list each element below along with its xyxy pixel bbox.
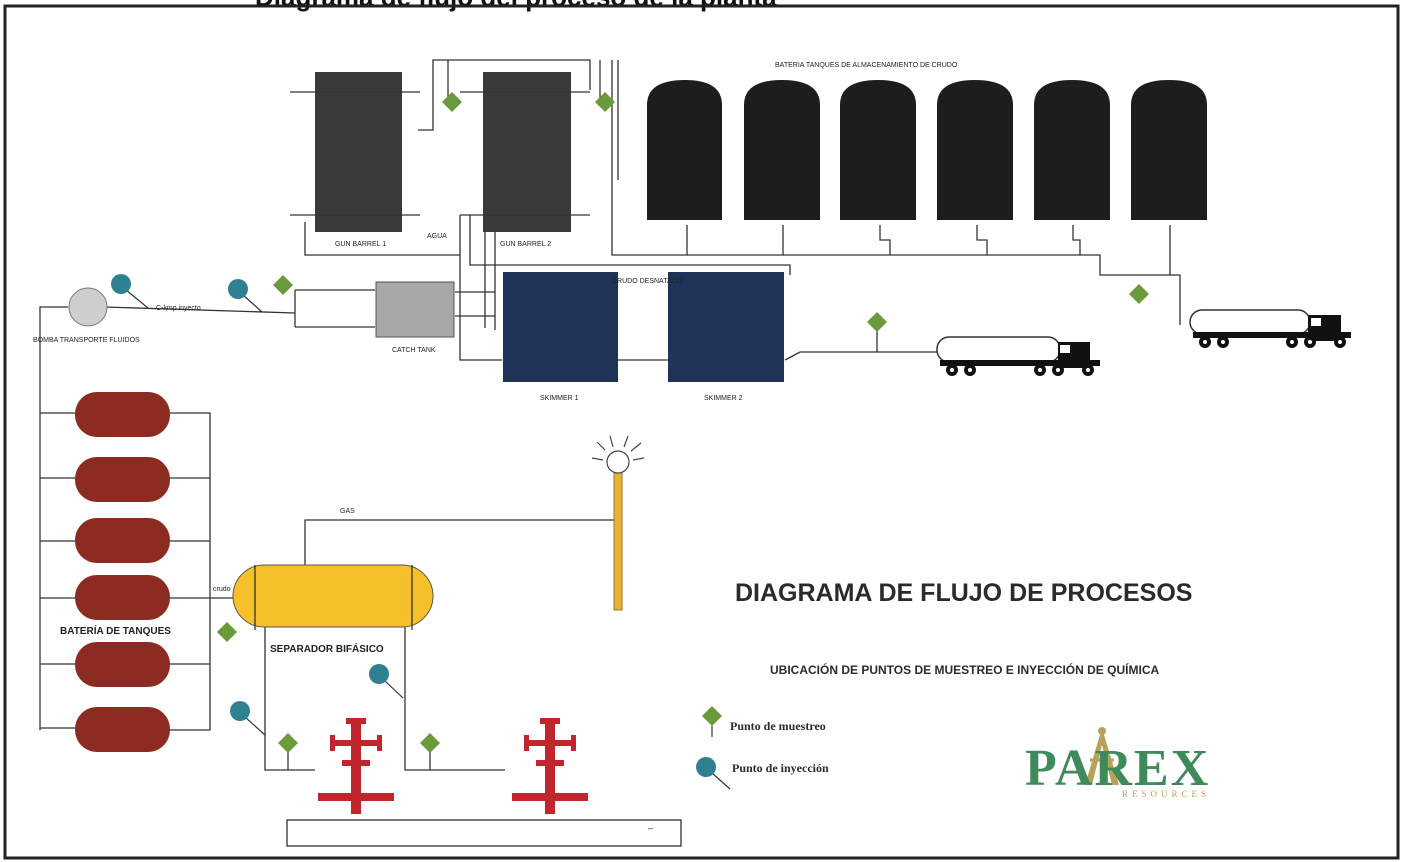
injection-points [111, 274, 404, 736]
sampling-point-icon [420, 733, 440, 753]
storage-battery-label: BATERIA TANQUES DE ALMACENAMIENTO DE CRU… [775, 62, 958, 69]
biphasic-separator [232, 564, 434, 628]
legend-injection-icon [696, 757, 716, 777]
wellhead-2 [512, 718, 588, 814]
red-tank-3 [75, 518, 170, 563]
diagram-title: DIAGRAMA DE FLUJO DE PROCESOS [735, 579, 1192, 607]
sampling-point-icon [273, 275, 293, 295]
pump-label: BOMBA TRANSPORTE FLUIDOS [33, 337, 140, 344]
gun-barrel-2 [460, 72, 590, 232]
storage-tank-1 [647, 80, 722, 220]
piping [39, 59, 1181, 771]
logo-subtext: RESOURCES [1122, 789, 1210, 799]
logo-text: PAREX [1025, 740, 1210, 797]
storage-tank-4 [937, 80, 1013, 220]
tank-battery-label: BATERÍA DE TANQUES [60, 624, 171, 637]
sampling-points [217, 92, 1149, 753]
caption-box [286, 819, 682, 847]
red-tank-6 [75, 707, 170, 752]
flare-stack [591, 435, 645, 611]
injection-point-icon [111, 274, 149, 309]
injection-point-icon [369, 664, 404, 699]
legend-sampling-label: Punto de muestreo [730, 719, 826, 733]
legend-injection-label: Punto de inyección [732, 761, 829, 775]
red-tank-5 [75, 642, 170, 687]
separator-label: SEPARADOR BIFÁSICO [270, 642, 384, 655]
agua-label: AGUA [427, 233, 447, 240]
skimmer-1 [503, 272, 618, 382]
gun-barrel-1 [290, 72, 420, 232]
gun-barrel-2-tank [483, 72, 571, 232]
inyecto-line-label: C-kmp inyecto [156, 305, 201, 312]
red-tank-battery [75, 392, 170, 752]
red-tank-2 [75, 457, 170, 502]
caption-box-text: – [648, 823, 653, 833]
sampling-point-icon [442, 92, 462, 112]
storage-tank-3 [840, 80, 916, 220]
gun-barrel-1-tank [315, 72, 402, 232]
derrick-icon [1085, 727, 1119, 785]
legend: Punto de muestreo Punto de inyección [696, 706, 829, 790]
crudo-desnatado-label: CRUDO DESNATADO [612, 278, 683, 285]
tanker-truck-1 [936, 336, 1100, 376]
gun-barrel-1-label: GUN BARREL 1 [335, 241, 386, 248]
sampling-point-icon [1129, 284, 1149, 304]
sampling-point-icon [278, 733, 298, 753]
wellhead-1 [318, 718, 394, 814]
tanker-truck-2 [1189, 309, 1351, 348]
legend-sampling-icon [702, 706, 722, 726]
sampling-point-icon [217, 622, 237, 642]
skimmer-2 [668, 272, 784, 382]
catch-tank [375, 281, 455, 338]
injection-point-icon [230, 701, 266, 736]
catch-tank-label: CATCH TANK [392, 347, 436, 354]
gas-label: GAS [340, 508, 355, 515]
parex-logo: PAREX RESOURCES [1025, 727, 1210, 799]
storage-tanks [647, 80, 1207, 220]
storage-tank-2 [744, 80, 820, 220]
transfer-pump [68, 287, 108, 327]
diagram-subtitle: UBICACIÓN DE PUNTOS DE MUESTREO E INYECC… [770, 662, 1159, 677]
skimmer-2-label: SKIMMER 2 [704, 395, 743, 402]
diagram-frame [3, 4, 1400, 860]
gun-barrel-2-label: GUN BARREL 2 [500, 241, 551, 248]
crudo-in-label: crudo [213, 586, 231, 593]
red-tank-1 [75, 392, 170, 437]
injection-point-icon [228, 279, 263, 313]
red-tank-4 [75, 575, 170, 620]
storage-tank-6 [1131, 80, 1207, 220]
sampling-point-icon [867, 312, 887, 332]
skimmer-1-label: SKIMMER 1 [540, 395, 579, 402]
sampling-point-icon [595, 92, 615, 112]
storage-tank-5 [1034, 80, 1110, 220]
